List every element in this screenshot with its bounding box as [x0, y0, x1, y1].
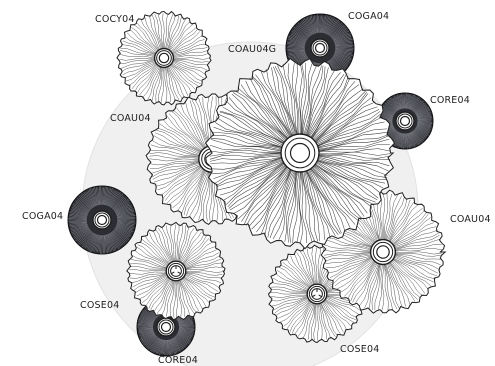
- label-coau04-left: COAU04: [110, 113, 151, 124]
- brush-wheel-coga04: [68, 186, 136, 254]
- label-core04-bottom: CORE04: [158, 355, 198, 366]
- wheel-hub: [307, 284, 327, 304]
- wheel-hub: [396, 112, 414, 130]
- label-core04-right: CORE04: [430, 95, 470, 106]
- wheel-hub: [93, 211, 111, 229]
- label-cocy04: COCY04: [95, 14, 135, 25]
- wheel-hub: [311, 39, 329, 57]
- label-cose04-bottom: COSE04: [340, 344, 379, 355]
- wheel-hub: [166, 261, 186, 281]
- wheel-hub: [155, 49, 174, 68]
- label-coau04-right: COAU04: [450, 214, 491, 225]
- wheel-hub: [371, 240, 396, 265]
- label-coga04-top: COGA04: [348, 11, 389, 22]
- wheel-hub: [157, 318, 175, 336]
- label-coga04-left: COGA04: [22, 211, 63, 222]
- wheel-hub: [281, 134, 319, 172]
- label-cose04-left: COSE04: [80, 300, 119, 311]
- label-coau04g: COAU04G: [228, 44, 276, 55]
